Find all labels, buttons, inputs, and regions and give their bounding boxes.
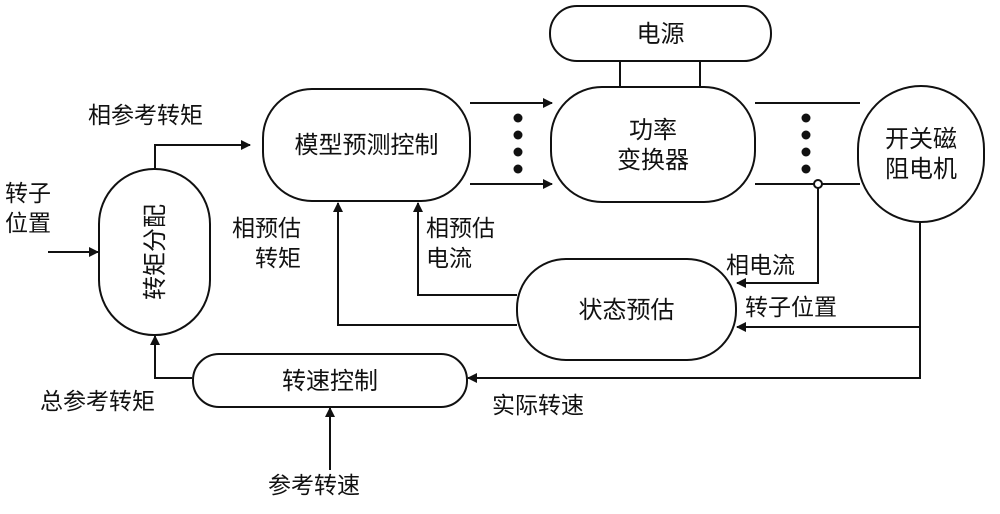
power-source-label: 电源 — [636, 19, 685, 48]
phase-dot — [513, 164, 523, 174]
speed-control-label: 转速控制 — [282, 366, 378, 395]
phase-dot — [513, 147, 523, 157]
rotor-position-feedback-label: 转子位置 — [745, 295, 837, 321]
state-estimation-block: 状态预估 — [516, 258, 737, 361]
phase-dot — [801, 147, 811, 157]
power-converter-label: 功率 变换器 — [617, 115, 689, 174]
phase-current-label: 相电流 — [726, 253, 795, 279]
phase-dot — [801, 113, 811, 123]
phase-dot — [801, 130, 811, 140]
srm-motor-block: 开关磁 阻电机 — [857, 85, 985, 223]
actual-speed-feedback-arrow — [467, 327, 921, 383]
phase-current-arrow — [736, 184, 819, 288]
estimated-current-arrow — [413, 202, 517, 296]
rotor-position-input-label: 转子 位置 — [5, 181, 51, 237]
phase-est-current-label: 相预估 电流 — [426, 216, 495, 272]
phase-dot — [801, 164, 811, 174]
torque-distribution-label: 转矩分配 — [140, 204, 169, 300]
ref-speed-label: 参考转速 — [268, 473, 360, 499]
torque-distribution-block: 转矩分配 — [98, 168, 211, 336]
estimated-torque-arrow — [333, 202, 517, 326]
phase-dot — [513, 130, 523, 140]
phase-est-torque-label: 相预估 转矩 — [232, 216, 301, 272]
model-predictive-control-label: 模型预测控制 — [294, 131, 439, 159]
power-source-block: 电源 — [549, 5, 772, 62]
model-predictive-control-block: 模型预测控制 — [262, 88, 471, 202]
current-tap-node — [813, 179, 823, 189]
total-ref-torque-label: 总参考转矩 — [40, 389, 155, 415]
state-estimation-label: 状态预估 — [578, 295, 675, 324]
actual-speed-label: 实际转速 — [492, 393, 584, 419]
phase-ref-torque-label: 相参考转矩 — [88, 103, 203, 129]
phase-ref-torque-arrow — [154, 140, 251, 168]
srm-motor-label: 开关磁 阻电机 — [885, 125, 957, 183]
phase-dot — [513, 113, 523, 123]
total-ref-torque-arrow — [150, 335, 192, 379]
power-converter-block: 功率 变换器 — [550, 86, 756, 203]
speed-control-block: 转速控制 — [192, 353, 468, 408]
